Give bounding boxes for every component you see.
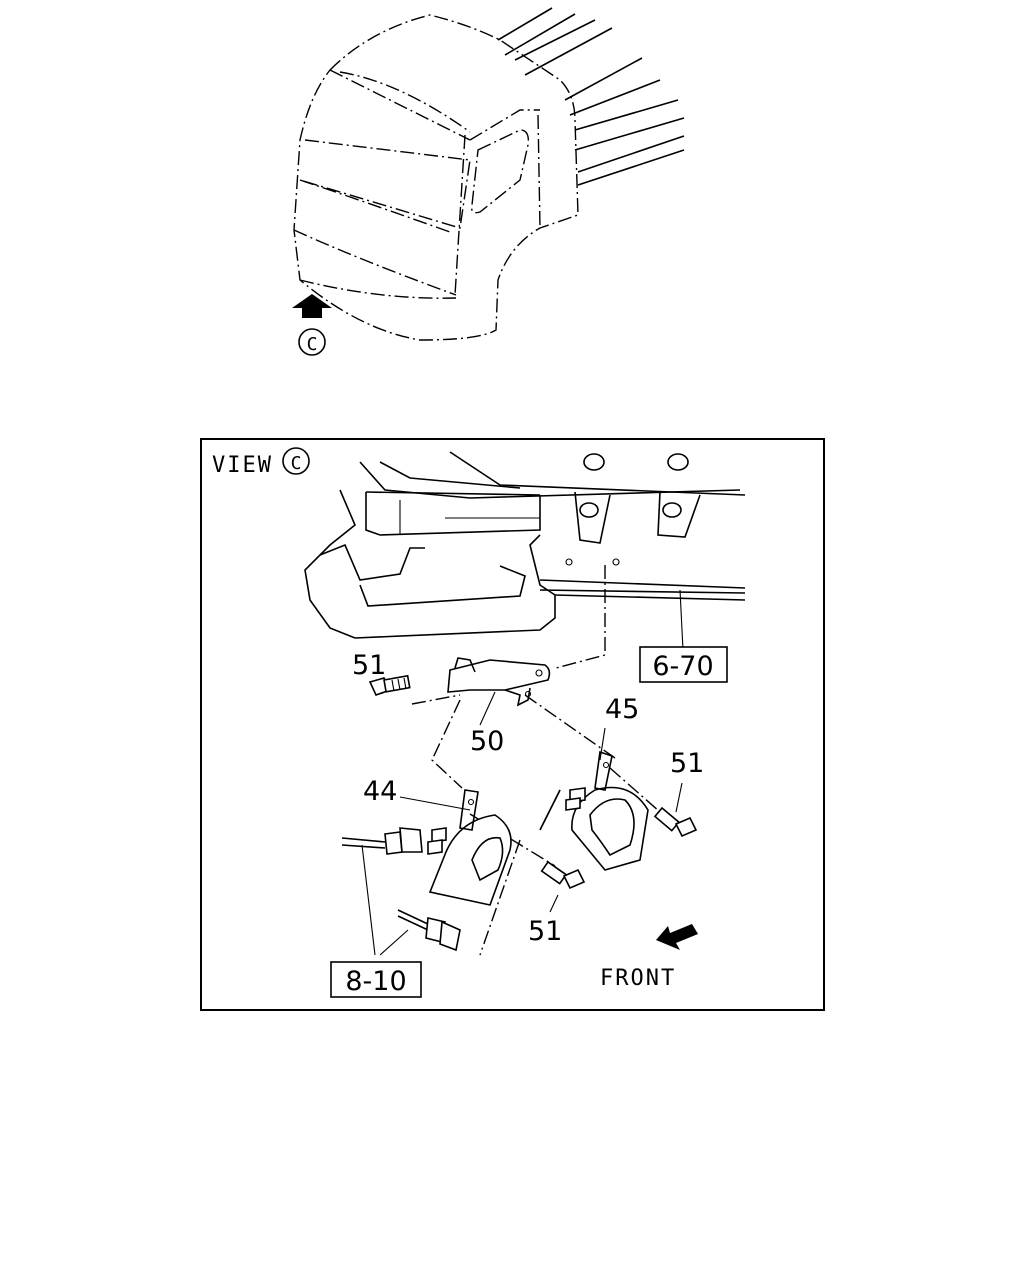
reference-frame-text: 6-70 bbox=[652, 651, 713, 682]
leader-lines bbox=[361, 565, 684, 956]
view-marker-top-text: C bbox=[307, 334, 318, 355]
front-label: FRONT bbox=[600, 966, 676, 991]
view-label: VIEW bbox=[212, 453, 273, 478]
callout-horn-left: 44 bbox=[363, 776, 397, 807]
truck-cab-illustration bbox=[293, 7, 685, 341]
callout-bolt-right: 51 bbox=[670, 748, 704, 779]
callout-horn-right: 45 bbox=[605, 694, 639, 725]
callout-bolt-bottom: 51 bbox=[528, 916, 562, 947]
view-title: VIEW C bbox=[212, 447, 310, 478]
horn-bracket bbox=[447, 657, 551, 707]
horn-left bbox=[427, 789, 512, 906]
bolt-icon bbox=[653, 806, 698, 838]
wire-harness bbox=[341, 827, 461, 952]
horn-right bbox=[539, 750, 649, 871]
reference-harness: 8-10 bbox=[330, 961, 422, 998]
reference-harness-text: 8-10 bbox=[345, 966, 406, 997]
view-marker-top: C bbox=[298, 328, 326, 356]
callout-bracket: 50 bbox=[470, 726, 504, 757]
arrow-up-icon bbox=[292, 294, 332, 318]
reference-frame: 6-70 bbox=[639, 646, 728, 683]
view-marker-text: C bbox=[291, 453, 302, 474]
arrow-down-left-icon bbox=[656, 924, 698, 950]
chassis-frame-illustration bbox=[304, 451, 746, 639]
callout-bolt-top-left: 51 bbox=[352, 650, 386, 681]
view-frame bbox=[200, 438, 825, 1011]
bolt-icon bbox=[540, 860, 586, 890]
bolt-icon bbox=[368, 674, 411, 696]
